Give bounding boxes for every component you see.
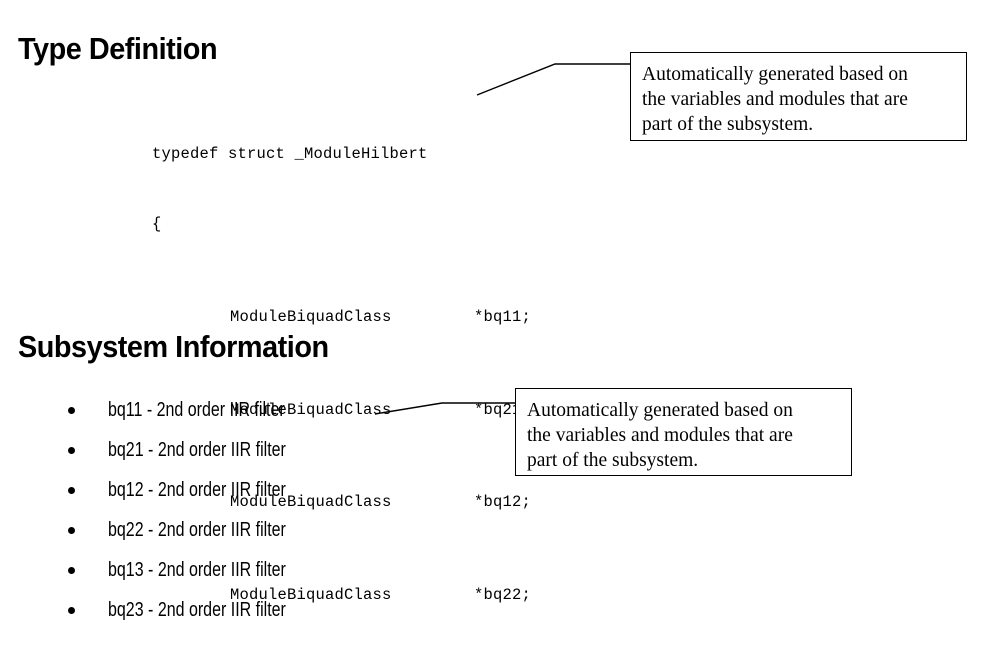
list-item-label: bq11 - 2nd order IIR filter [108, 399, 285, 421]
bullet-point-icon [68, 567, 75, 574]
code-line-brace-open: { [152, 215, 162, 233]
code-line-typedef-open: typedef struct _ModuleHilbert [152, 145, 428, 164]
list-item-label: bq23 - 2nd order IIR filter [108, 599, 286, 621]
code-field-row: ModuleBiquadClass *bq12; [152, 491, 531, 514]
code-field-type: ModuleBiquadClass [230, 400, 392, 419]
code-field-type: ModuleBiquadClass [230, 307, 392, 326]
callout-line: the variables and modules that are [642, 89, 908, 110]
code-field-type: ModuleBiquadClass [230, 586, 392, 605]
subsystem-bullet-list: bq11 - 2nd order IIR filter bq21 - 2nd o… [60, 390, 480, 630]
code-field-name: *bq11; [474, 307, 532, 326]
leader-line-subsystem-information [374, 402, 528, 415]
list-item: bq22 - 2nd order IIR filter [60, 510, 480, 550]
page-title-subsystem-information: Subsystem Information [18, 329, 329, 364]
list-item: bq11 - 2nd order IIR filter [60, 390, 480, 430]
leader-line-type-definition [476, 63, 640, 96]
bullet-point-icon [68, 447, 75, 454]
list-item-label: bq22 - 2nd order IIR filter [108, 519, 286, 541]
list-item: bq23 - 2nd order IIR filter [60, 590, 480, 630]
list-item-label: bq12 - 2nd order IIR filter [108, 479, 286, 501]
list-item: bq13 - 2nd order IIR filter [60, 550, 480, 590]
callout-note-type-definition: Automatically generated based on the var… [630, 52, 967, 141]
callout-line: Automatically generated based on [642, 64, 908, 85]
code-field-type: ModuleBiquadClass [230, 493, 392, 512]
list-item-label: bq13 - 2nd order IIR filter [108, 559, 286, 581]
bullet-point-icon [68, 487, 75, 494]
leader-line-path [374, 402, 528, 415]
callout-line: part of the subsystem. [642, 114, 814, 135]
code-field-row: ModuleBiquadClass *bq22; [152, 584, 531, 607]
code-field-row: ModuleBiquadClass *bq11; [152, 306, 531, 329]
bullet-point-icon [68, 527, 75, 534]
list-item-label: bq21 - 2nd order IIR filter [108, 439, 286, 461]
callout-line: the variables and modules that are [527, 425, 793, 446]
list-item: bq12 - 2nd order IIR filter [60, 470, 480, 510]
code-field-name: *bq22; [474, 586, 532, 605]
bullet-point-icon [68, 407, 75, 414]
list-item: bq21 - 2nd order IIR filter [60, 430, 480, 470]
leader-line-path [476, 63, 640, 96]
callout-line: Automatically generated based on [527, 400, 793, 421]
page-title-type-definition: Type Definition [18, 31, 218, 66]
code-field-name: *bq12; [474, 493, 532, 512]
bullet-point-icon [68, 607, 75, 614]
callout-note-subsystem-information: Automatically generated based on the var… [515, 388, 852, 476]
callout-line: part of the subsystem. [527, 450, 699, 471]
